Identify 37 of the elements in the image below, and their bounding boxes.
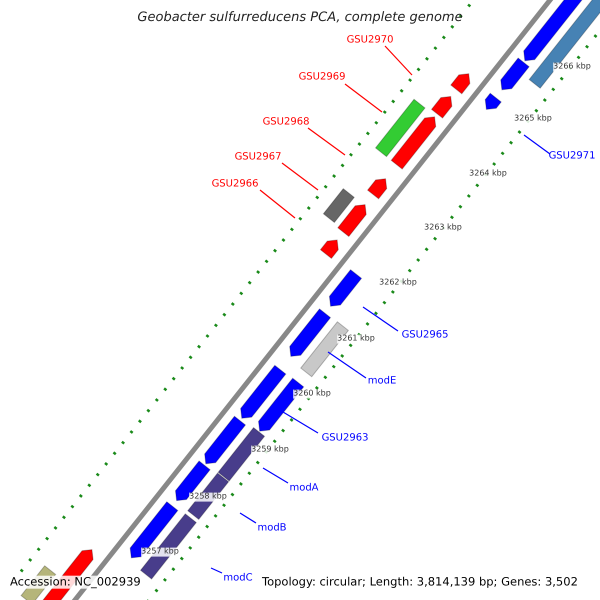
leader-line (282, 162, 318, 190)
scale-label: 3259 kbp (251, 446, 289, 454)
gene-label: GSU2971 (548, 150, 596, 162)
gene-label: GSU2970 (346, 34, 394, 46)
leader-line (210, 567, 222, 574)
gene-label: modC (223, 572, 253, 584)
gene-label: GSU2969 (298, 72, 346, 82)
gene-label: GSU2963 (322, 432, 368, 444)
gene-label: GSU2968 (262, 116, 310, 128)
leader-line (384, 46, 412, 76)
scale-label: 3264 kbp (469, 170, 507, 178)
gene-label: modA (289, 482, 319, 494)
scale-label: 3263 kbp (424, 224, 462, 232)
leader-line (344, 84, 382, 112)
scale-label: 3262 kbp (379, 278, 417, 288)
leader-line (240, 512, 256, 524)
title: Geobacter sulfurreducens PCA, complete genome (137, 10, 463, 26)
scale-label: 3258 kbp (189, 492, 227, 502)
scale-label: 3266 kbp (553, 62, 591, 72)
scale-label: 3260 kbp (293, 390, 331, 398)
footer-text: Topology: circular; Length: 3,814,139 bp; Genes: 3,502 (262, 576, 578, 588)
leader-line (282, 411, 318, 434)
gene-label: modB (257, 522, 287, 534)
leader-line (524, 134, 550, 154)
gene-label: GSU2966 (212, 178, 258, 190)
leader-line (362, 306, 398, 332)
scale-label: 3261 kbp (337, 334, 375, 344)
gene-label: modE (368, 376, 396, 386)
leader-line (260, 190, 296, 218)
gene-label: GSU2965 (402, 330, 448, 340)
gene-label: GSU2967 (234, 152, 282, 162)
scale-label: 3257 kbp (141, 548, 179, 556)
leader-line (308, 128, 346, 156)
footer-text: Accession: NC_002939 (10, 576, 141, 588)
leader-line (328, 352, 366, 378)
scale-label: 3265 kbp (514, 114, 552, 124)
leader-line (262, 467, 288, 484)
